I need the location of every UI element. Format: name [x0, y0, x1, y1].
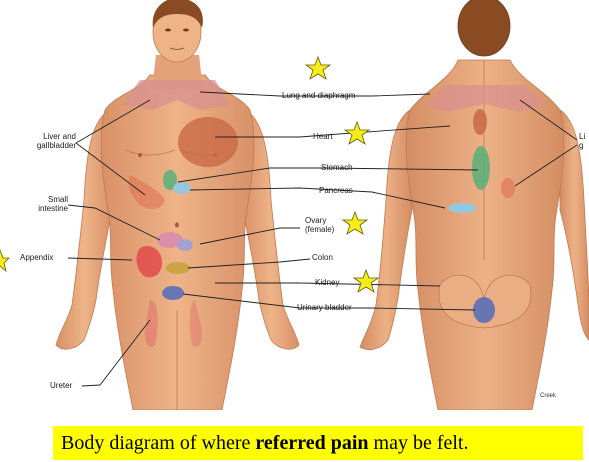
- star-icon: [352, 268, 380, 293]
- back-head: [457, 0, 511, 57]
- back-left-arm: [359, 109, 413, 351]
- label-ureter: Ureter: [50, 381, 73, 390]
- small-intestine-zone: [157, 232, 183, 248]
- liver-zone-back: [501, 178, 515, 198]
- ovary-zone: [177, 239, 193, 251]
- caption-prefix: Body diagram of where: [61, 432, 256, 454]
- colon-zone: [166, 262, 190, 274]
- label-kidney: Kidney: [315, 278, 340, 287]
- heart-zone-back: [473, 109, 487, 135]
- liver-zone-front: [128, 175, 165, 210]
- label-pancreas: Pancreas: [319, 186, 353, 195]
- front-hair: [152, 0, 203, 28]
- appendix-zone: [136, 245, 162, 278]
- bladder-zone-back: [473, 297, 495, 323]
- label-small-intestine: Small intestine: [38, 195, 68, 213]
- front-pain-zones: [122, 80, 238, 347]
- pancreas-zone: [173, 182, 191, 194]
- caption-bold: referred pain: [255, 432, 369, 454]
- leader-lines: [67, 91, 578, 387]
- label-heart: Heart: [313, 132, 333, 141]
- lung-zone-back: [425, 85, 545, 112]
- bladder-zone: [162, 286, 184, 300]
- front-left-arm: [55, 109, 113, 350]
- star-markers: [0, 55, 380, 293]
- caption-box: Body diagram of where referred pain may …: [53, 426, 583, 460]
- stomach-zone: [163, 170, 177, 190]
- label-colon: Colon: [312, 253, 333, 262]
- star-icon: [304, 55, 332, 80]
- pancreas-zone-back: [448, 203, 476, 213]
- label-liver-gallbladder: Liver and gallbladder: [36, 132, 76, 150]
- referred-pain-diagram: [0, 0, 589, 410]
- label-lung-diaphragm: Lung and diaphragm: [282, 91, 356, 100]
- back-pain-zones: [425, 85, 545, 323]
- back-torso: [405, 59, 565, 410]
- front-figure: [55, 0, 300, 410]
- label-stomach: Stomach: [321, 163, 353, 172]
- lung-zone-front: [122, 80, 230, 110]
- heart-zone: [178, 117, 238, 167]
- label-ovary: Ovary (female): [305, 216, 335, 234]
- label-appendix: Appendix: [20, 253, 54, 262]
- caption-suffix: may be felt.: [368, 432, 469, 454]
- artist-credit: Creek: [540, 393, 557, 399]
- back-figure: [359, 0, 589, 410]
- ureter-zone: [144, 300, 158, 347]
- ureter-zone-right: [189, 300, 203, 347]
- star-icon: [343, 120, 371, 145]
- star-icon: [341, 210, 369, 235]
- label-back-liver-partial: Li g: [579, 132, 586, 150]
- stomach-zone-back: [472, 146, 490, 190]
- star-icon: [0, 248, 10, 273]
- label-urinary-bladder: Urinary bladder: [297, 303, 352, 312]
